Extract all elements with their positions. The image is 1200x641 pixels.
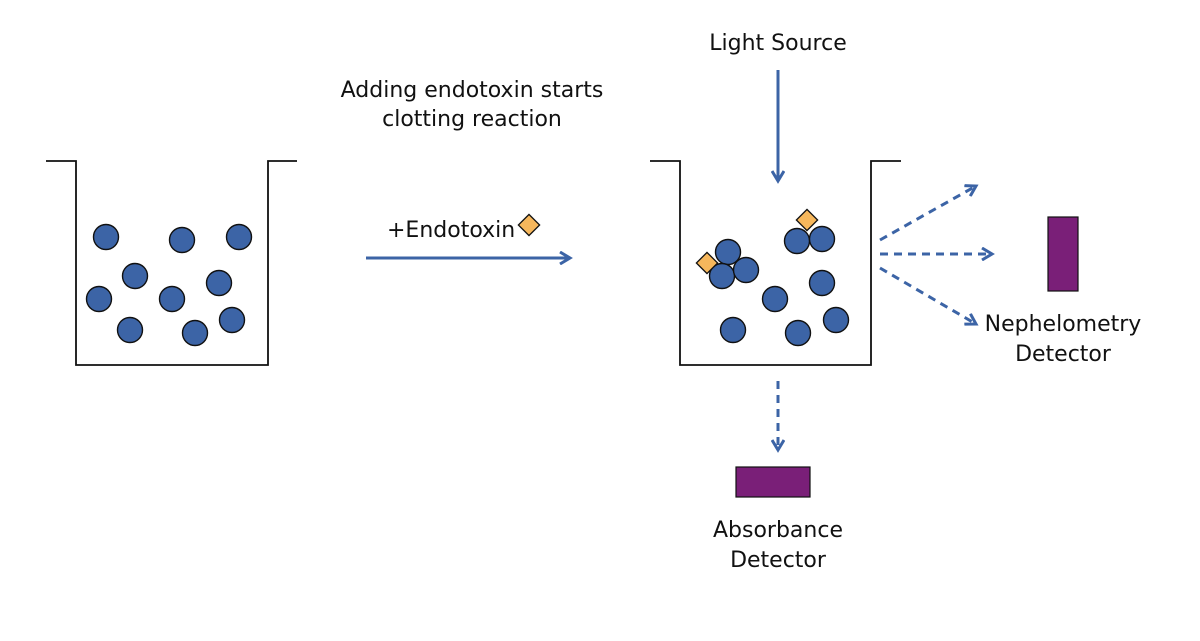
- light-source-label: Light Source: [709, 31, 847, 56]
- particle: [158, 285, 186, 313]
- particle: [761, 285, 789, 313]
- particle: [205, 269, 233, 297]
- particle: [225, 223, 253, 251]
- particle: [181, 319, 209, 347]
- absorbance-detector: [735, 466, 811, 498]
- scatter-arrows: [879, 186, 992, 324]
- particle: [116, 316, 144, 344]
- endotoxin-diamond: [517, 213, 541, 237]
- endotoxin-label: +Endotoxin: [387, 218, 516, 243]
- caption-line-2: clotting reaction: [382, 107, 562, 132]
- particle: [85, 285, 113, 313]
- particle: [784, 319, 812, 347]
- particle: [808, 225, 836, 253]
- nephelometry-label-line-1: Nephelometry: [984, 312, 1142, 337]
- particle: [822, 306, 850, 334]
- endotoxin-diamond: [795, 208, 819, 232]
- scatter-arrow-down: [879, 266, 976, 324]
- particles-before: [85, 223, 253, 347]
- particle: [168, 226, 196, 254]
- particle: [808, 269, 836, 297]
- particle: [218, 306, 246, 334]
- particle: [121, 262, 149, 290]
- particle: [732, 256, 760, 284]
- beaker-before: [46, 160, 297, 366]
- scatter-arrow-up: [879, 186, 976, 242]
- particle: [783, 227, 811, 255]
- particle: [719, 316, 747, 344]
- beaker-after: [650, 160, 901, 366]
- endotoxin-diamond: [695, 251, 719, 275]
- particles-after: [708, 225, 850, 347]
- caption-line-1: Adding endotoxin starts: [340, 78, 604, 103]
- absorbance-label-line-2: Detector: [730, 548, 826, 573]
- particle: [92, 223, 120, 251]
- nephelometry-detector: [1047, 216, 1079, 292]
- nephelometry-label-line-2: Detector: [1015, 342, 1111, 367]
- absorbance-label-line-1: Absorbance: [712, 518, 843, 543]
